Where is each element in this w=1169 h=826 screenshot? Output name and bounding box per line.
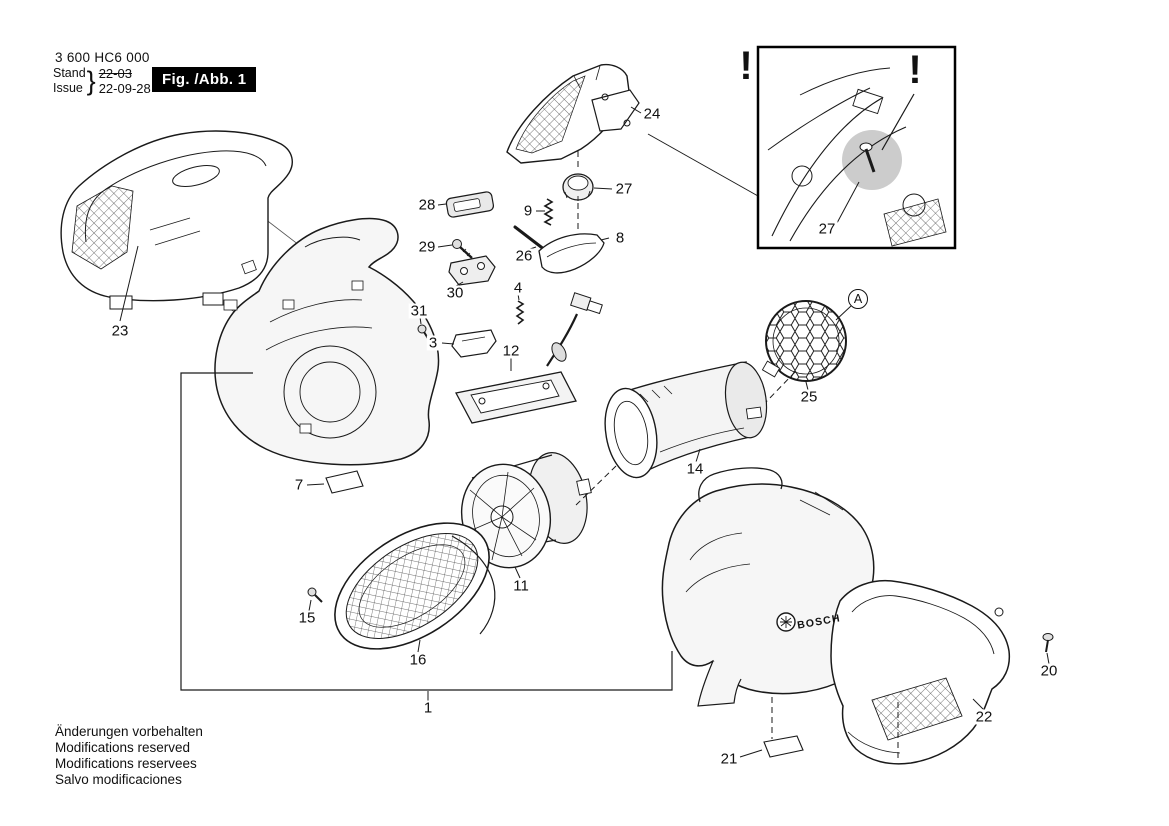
brace-glyph: }	[86, 66, 96, 96]
part-21-label-sticker	[763, 735, 804, 758]
revision-block: Stand Issue } 22-03 22-09-28	[53, 66, 151, 96]
part-3-clip	[451, 329, 497, 358]
part-9-spring	[543, 198, 554, 226]
issue-label: Issue	[53, 81, 83, 95]
part-20-screw	[1042, 633, 1054, 653]
part-1-main-body	[661, 467, 875, 707]
detail-highlight-circle	[842, 130, 902, 190]
explosion-axis-lines	[575, 151, 899, 760]
part-27-bumper	[562, 173, 594, 201]
notice-line-fr: Modifications reservees	[55, 756, 197, 771]
stand-label: Stand	[53, 66, 86, 80]
part-14-motor-housing	[604, 361, 768, 479]
part-29-screw	[452, 239, 473, 259]
warning-exclamation-left: !	[739, 44, 753, 88]
bosch-logo-icon	[776, 612, 796, 632]
part-22-side-cover	[830, 579, 1011, 765]
part-12-switch-module	[455, 292, 603, 424]
part-4-spring	[515, 300, 525, 325]
warning-exclamation-inset: !	[908, 48, 922, 92]
assembly-bracket-1	[180, 372, 673, 701]
modifications-notice: Änderungen vorbehalten Modifications res…	[55, 724, 203, 788]
notice-line-en: Modifications reserved	[55, 740, 191, 755]
issue-date: 22-09-28	[98, 81, 151, 96]
notice-line-de: Änderungen vorbehalten	[55, 724, 203, 739]
part-8-lever	[538, 233, 605, 274]
detail-inset-box	[756, 45, 957, 250]
part-26-pin	[513, 225, 547, 252]
part-24-air-duct	[506, 63, 640, 164]
part-1-left-housing-half	[214, 217, 440, 466]
part-23-rear-cover	[60, 130, 293, 310]
figure-badge: Fig. /Abb. 1	[152, 67, 257, 92]
part-15-screw	[307, 587, 323, 603]
part-30-bracket	[448, 255, 496, 286]
part-25-fan-guard	[761, 300, 847, 382]
callout-leader-lines	[119, 106, 1050, 758]
superseded-date: 22-03	[98, 66, 132, 81]
notice-line-es: Salvo modificaciones	[55, 772, 182, 787]
part-7-label-sticker	[325, 470, 364, 494]
part-16-intake-grille	[334, 522, 496, 650]
part-28-button	[445, 191, 495, 218]
document-number: 3 600 HC6 000	[55, 50, 150, 65]
